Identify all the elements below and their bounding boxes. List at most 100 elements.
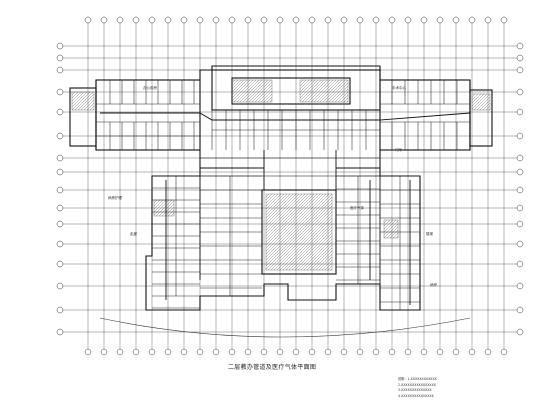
hatch-line	[257, 87, 273, 103]
axis-bubble	[452, 16, 460, 24]
axis-bubble	[56, 132, 64, 140]
hatch-line	[316, 79, 340, 103]
hatch-line	[315, 253, 333, 271]
axis-bubble	[56, 240, 64, 248]
axis-bubble	[148, 16, 156, 24]
hatch-line	[299, 79, 319, 99]
hatch-line	[251, 81, 273, 103]
hatch-line	[299, 79, 316, 96]
axis-bubble	[56, 66, 64, 74]
axis-bubble	[100, 348, 108, 356]
hatch-line	[265, 193, 294, 222]
axis-bubble	[180, 16, 188, 24]
axis-bubble	[420, 348, 428, 356]
room-label-gas: 医疗气体	[350, 206, 364, 210]
axis-bubble	[56, 54, 64, 62]
hatch-line	[473, 93, 491, 111]
axis-bubble	[484, 348, 492, 356]
hatch-line	[80, 96, 95, 111]
hatch-line	[265, 193, 288, 216]
hatch-line	[343, 97, 349, 103]
hatch-line	[265, 202, 333, 270]
hatch-line	[265, 193, 270, 198]
axis-bubble	[180, 348, 188, 356]
axis-bubble	[132, 16, 140, 24]
hatch-line	[265, 193, 324, 252]
hatch-line	[164, 206, 175, 217]
drawing-notes: 说明：1.XXXXXXXXXXXX 2.XXXXXXXXXXXXXXXX 3.X…	[398, 377, 437, 399]
hatch-line	[71, 91, 76, 96]
hatch-line	[331, 85, 349, 103]
hatch-line	[239, 79, 263, 103]
hatch-line	[236, 79, 260, 103]
axis-bubble	[244, 348, 252, 356]
hatch-line	[279, 217, 333, 271]
hatch-line	[231, 79, 239, 87]
axis-bubble	[56, 306, 64, 314]
axis-bubbles	[56, 16, 524, 356]
hatch-line	[288, 226, 333, 271]
hatch-line	[325, 79, 349, 103]
main-corridor	[199, 157, 381, 177]
hatch-line	[231, 79, 251, 99]
axis-bubble	[56, 220, 64, 228]
hatch-line	[231, 79, 245, 93]
axis-bubble	[56, 108, 64, 116]
hatch-line	[265, 193, 315, 243]
hatch-line	[265, 193, 291, 219]
hatch-line	[327, 265, 333, 271]
hatch-line	[265, 193, 300, 228]
hatch-line	[265, 193, 276, 204]
room-label-surgery: 手术中心	[392, 86, 406, 90]
hatch-line	[299, 79, 307, 87]
axis-bubble	[260, 348, 268, 356]
stair-box	[153, 199, 175, 217]
axis-bubble	[56, 260, 64, 268]
axis-bubble	[260, 16, 268, 24]
building-walls	[69, 65, 493, 311]
axis-bubble	[468, 348, 476, 356]
hatch-line	[153, 199, 170, 216]
axis-bubble	[84, 348, 92, 356]
hatch-line	[170, 212, 175, 217]
hatch-line	[233, 79, 257, 103]
axis-bubble	[212, 348, 220, 356]
axis-bubble	[516, 260, 524, 268]
hatch-line	[260, 90, 273, 103]
axis-bubble	[196, 16, 204, 24]
hatch-line	[77, 93, 95, 111]
axis-bubble	[100, 16, 108, 24]
hatch-line	[71, 91, 85, 105]
hatch-line	[71, 91, 79, 99]
hatch-line	[231, 79, 242, 90]
room-label-lobby: 门厅	[395, 148, 402, 152]
axis-bubble	[164, 16, 172, 24]
hatch-line	[265, 193, 297, 225]
hatch-line	[153, 199, 158, 204]
note-line: 说明：1.XXXXXXXXXXXX	[398, 377, 437, 381]
hatch-line	[389, 229, 399, 239]
hatch-line	[294, 232, 333, 271]
hatched-zones	[71, 79, 491, 271]
hatch-line	[161, 203, 175, 217]
hatch-line	[383, 219, 397, 233]
hatch-line	[488, 108, 491, 111]
hatch-line	[153, 199, 161, 207]
building-outline	[95, 65, 471, 311]
hatch-line	[263, 93, 273, 103]
room-label-ward-nursing: 病房护理	[108, 196, 122, 200]
hatch-line	[276, 214, 333, 271]
axis-bubble	[244, 16, 252, 24]
hatch-line	[273, 211, 333, 271]
axis-bubble	[372, 16, 380, 24]
axis-bubble	[324, 16, 332, 24]
hatch-line	[265, 193, 309, 237]
hatch-line	[337, 91, 349, 103]
hatch-line	[265, 196, 333, 264]
hatch-line	[383, 219, 394, 230]
axis-bubble	[516, 306, 524, 314]
axis-bubble	[436, 348, 444, 356]
axis-bubble	[116, 16, 124, 24]
hatch-line	[231, 79, 248, 96]
left-tower	[69, 87, 97, 147]
